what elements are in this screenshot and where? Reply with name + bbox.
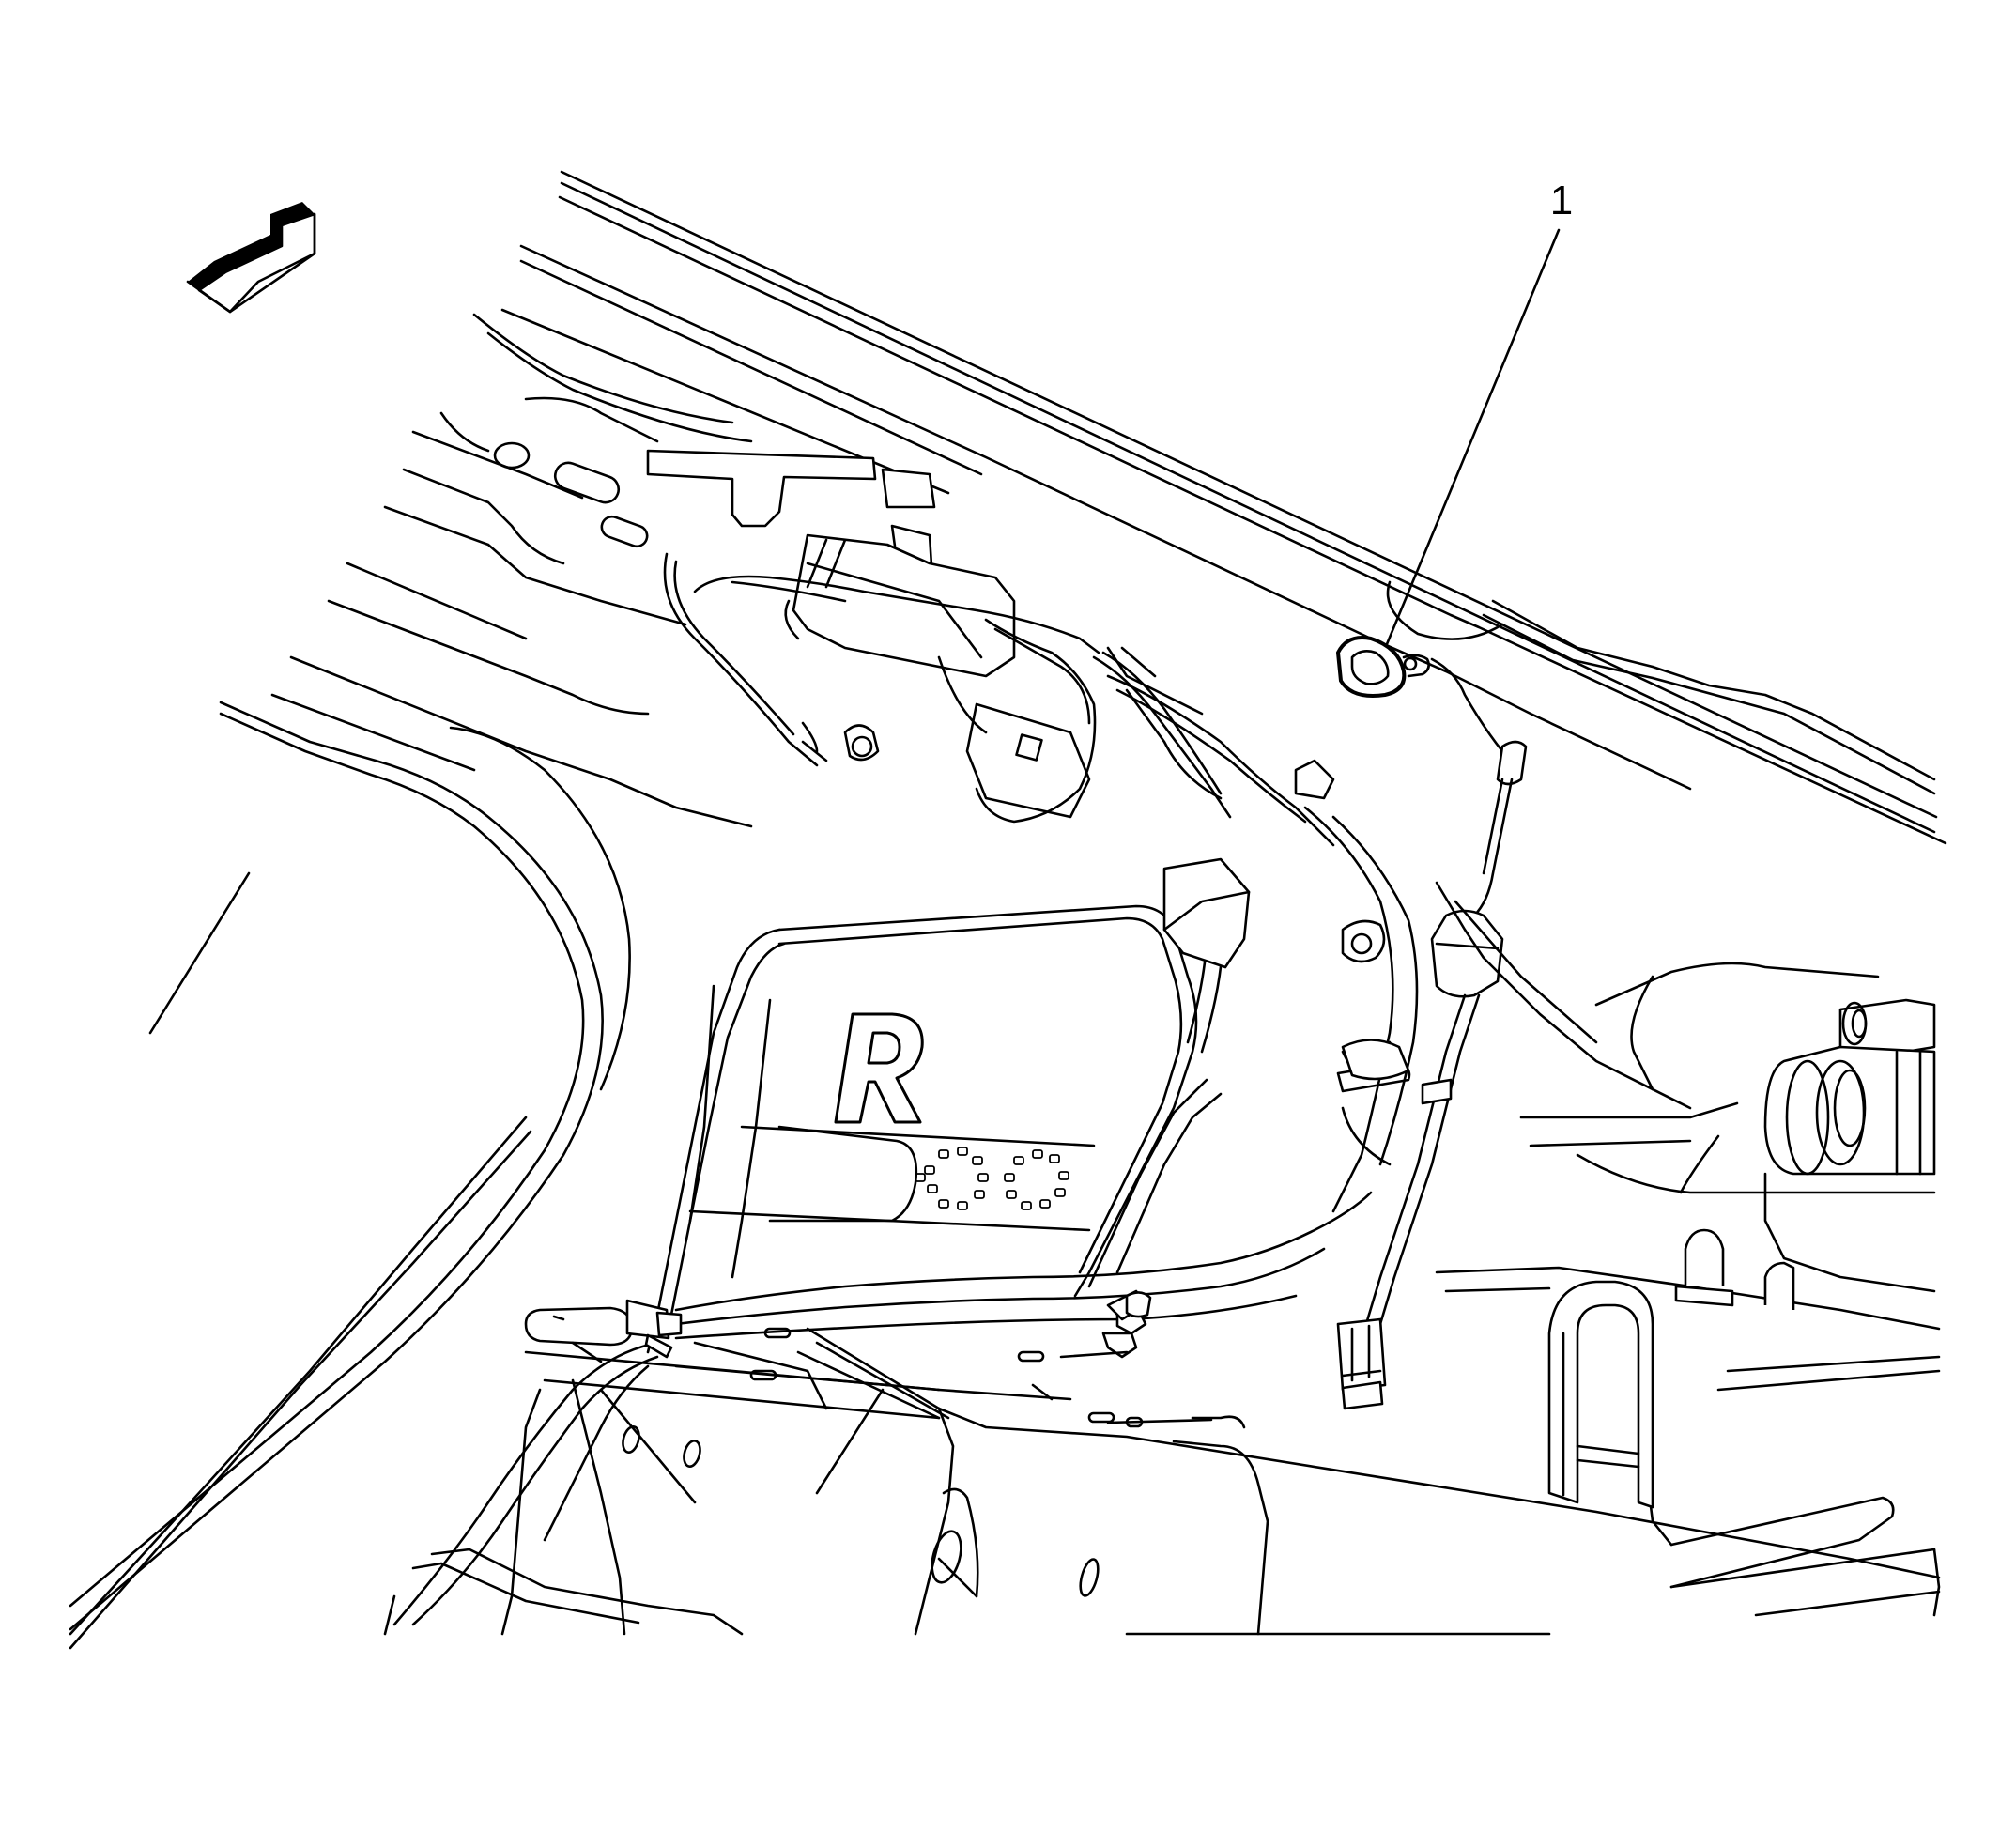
inner-panel-lines [289, 313, 753, 828]
embossed-ring-right [1004, 1149, 1069, 1210]
wire-tie [1125, 1291, 1152, 1318]
floor-frame [383, 1315, 1941, 1636]
callout-1-label: 1 [1550, 177, 1573, 223]
callout-1: 1 [1385, 177, 1573, 646]
wiring-harness [663, 552, 1335, 847]
quarter-panel-outline [69, 693, 631, 1650]
floor-panel [646, 871, 1224, 1354]
roof-rail-lines [500, 170, 1947, 845]
embossed-marking: R [834, 1012, 1069, 1210]
harness-trunk [1303, 806, 1419, 1213]
harness-lead-down [1336, 909, 1504, 1410]
direction-arrow-icon [186, 202, 316, 314]
rear-rail-right [1435, 881, 1941, 1392]
control-module [646, 449, 1091, 819]
u-bracket [1547, 1280, 1654, 1509]
embossed-ring-left [915, 1147, 989, 1210]
component-1-connector [1336, 636, 1528, 917]
lower-harness [392, 1191, 1373, 1626]
